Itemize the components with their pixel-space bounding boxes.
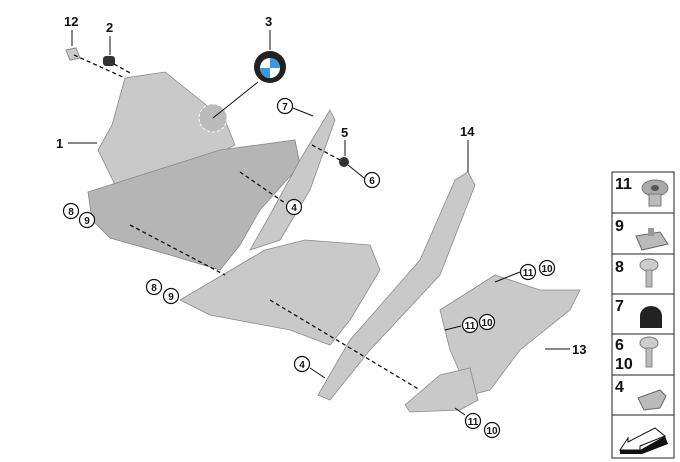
svg-text:6: 6: [369, 176, 375, 187]
callout-11-b: 11: [461, 316, 479, 334]
svg-text:9: 9: [615, 218, 624, 235]
svg-text:11: 11: [468, 417, 479, 428]
svg-text:9: 9: [84, 216, 90, 227]
svg-text:6: 6: [615, 337, 624, 354]
part-12-clip: [65, 47, 81, 61]
callout-12: 12: [64, 14, 78, 29]
svg-text:7: 7: [282, 102, 288, 113]
part-5-grommet: [339, 157, 349, 167]
svg-text:8: 8: [151, 283, 157, 294]
legend-item-4: 4: [611, 374, 675, 416]
svg-text:10: 10: [486, 426, 498, 437]
callout-14: 14: [460, 124, 475, 139]
callout-6: 6: [363, 171, 381, 189]
svg-text:9: 9: [168, 292, 174, 303]
svg-text:8: 8: [615, 259, 624, 276]
callout-4-lower: 4: [293, 355, 311, 373]
svg-text:7: 7: [615, 298, 624, 315]
legend-item-7: 7: [611, 293, 675, 335]
callout-1: 1: [56, 136, 63, 151]
callout-2: 2: [106, 20, 113, 35]
callout-7: 7: [276, 97, 294, 115]
callout-4-upper: 4: [285, 198, 303, 216]
part-2-grommet: [103, 56, 115, 66]
lower-plate: [404, 367, 479, 413]
legend-item-6-10: 6 10: [611, 333, 675, 376]
bmw-logo: [254, 51, 286, 83]
svg-text:10: 10: [615, 356, 633, 373]
part-14-strip: [317, 171, 476, 401]
svg-text:4: 4: [299, 360, 305, 371]
legend-item-11: 11: [611, 171, 675, 214]
legend-item-9: 9: [611, 212, 675, 255]
bracket-7: [249, 109, 336, 251]
inner-frame: [87, 139, 301, 271]
svg-text:10: 10: [481, 318, 493, 329]
callout-13: 13: [572, 342, 586, 357]
svg-text:4: 4: [291, 203, 297, 214]
callout-9-lower: 9: [162, 287, 180, 305]
callout-10-b: 10: [478, 313, 496, 331]
callout-8-lower: 8: [145, 278, 163, 296]
svg-text:11: 11: [465, 321, 476, 332]
callout-10-a: 10: [538, 259, 556, 277]
callout-11-c: 11: [464, 412, 482, 430]
svg-text:8: 8: [68, 207, 74, 218]
svg-text:10: 10: [541, 264, 553, 275]
lower-panel: [179, 239, 381, 346]
legend-arrow-symbol: [611, 414, 675, 459]
svg-text:11: 11: [523, 268, 534, 279]
callout-9-upper: 9: [78, 211, 96, 229]
svg-text:4: 4: [615, 379, 624, 396]
svg-text:11: 11: [615, 176, 632, 193]
callout-8-upper: 8: [62, 202, 80, 220]
callout-11-a: 11: [519, 263, 537, 281]
callout-3: 3: [265, 14, 272, 29]
legend-item-8: 8: [611, 253, 675, 295]
callout-5: 5: [341, 125, 348, 140]
callout-10-c: 10: [483, 421, 501, 439]
